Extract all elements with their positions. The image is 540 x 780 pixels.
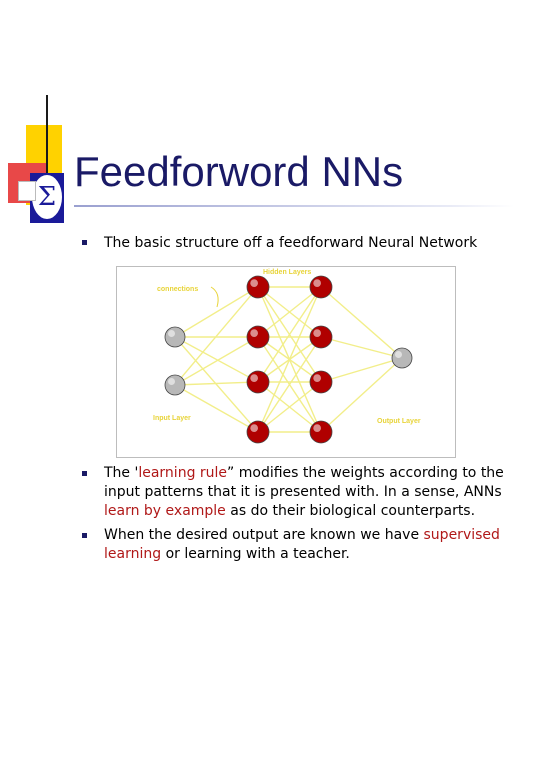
- hidden1-node-3: [246, 370, 270, 394]
- hidden2-node-highlight: [313, 424, 321, 432]
- label-hidden-layers: Hidden Layers: [263, 269, 311, 276]
- hidden1-node-1: [246, 275, 270, 299]
- logo-vertical-line: [46, 95, 48, 223]
- bullet-text-2: The 'learning rule” modifies the weights…: [104, 464, 524, 521]
- bullet-text-run: When the desired output are known we hav…: [104, 527, 424, 543]
- bullet-marker-1: [82, 240, 87, 245]
- network-svg: Hidden Layers connections Input Layer Ou…: [153, 269, 421, 444]
- connection-line: [174, 336, 259, 386]
- label-connections: connections: [157, 286, 198, 293]
- connection-lines: [174, 286, 403, 433]
- connection-line: [257, 286, 322, 383]
- hidden2-node-2: [309, 325, 333, 349]
- input-node-1: [164, 326, 186, 348]
- logo-white-square: [18, 181, 36, 201]
- connection-line: [174, 286, 259, 338]
- bullet-marker-3: [82, 533, 87, 538]
- bullet-text-1: The basic structure off a feedforward Ne…: [104, 234, 524, 253]
- hidden2-node-1: [309, 275, 333, 299]
- bullet-text-run: ” modifies the weights according to the …: [104, 465, 504, 500]
- connection-line: [174, 381, 259, 386]
- hidden1-node-4: [246, 420, 270, 444]
- connections-pointer: [210, 286, 219, 308]
- connection-line: [174, 336, 259, 383]
- hidden1-node-highlight: [250, 374, 258, 382]
- highlighted-term: learning rule: [138, 465, 228, 481]
- connection-line: [320, 357, 403, 433]
- network-diagram: Hidden Layers connections Input Layer Ou…: [116, 266, 456, 458]
- hidden2-node-highlight: [313, 329, 321, 337]
- bullet-text-run: or learning with a teacher.: [161, 546, 350, 562]
- bullet-text-3: When the desired output are known we hav…: [104, 526, 524, 564]
- input-node-2: [164, 374, 186, 396]
- bullet-text-run: The basic structure off a feedforward Ne…: [104, 235, 478, 251]
- label-output-layer: Output Layer: [377, 418, 421, 425]
- connection-line: [257, 381, 322, 433]
- connection-line: [174, 384, 259, 433]
- highlighted-term: learn by example: [104, 503, 226, 519]
- bullet-marker-2: [82, 471, 87, 476]
- input-node-highlight: [168, 330, 175, 337]
- output-node-highlight: [395, 351, 402, 358]
- slide-title: Feedforword NNs: [74, 148, 404, 195]
- connection-line: [320, 286, 403, 359]
- connection-line: [257, 286, 322, 338]
- connection-line: [320, 336, 403, 359]
- connection-line: [174, 286, 259, 386]
- bullet-text-run: as do their biological counterparts.: [225, 503, 476, 519]
- hidden1-node-highlight: [250, 279, 258, 287]
- logo-sigma-icon: Σ: [32, 175, 62, 219]
- hidden1-node-highlight: [250, 329, 258, 337]
- slide-logo: Σ: [0, 95, 80, 235]
- connection-line: [257, 336, 322, 433]
- label-input-layer: Input Layer: [153, 415, 191, 422]
- connection-line: [257, 286, 322, 433]
- hidden2-node-highlight: [313, 279, 321, 287]
- network-nodes: [164, 275, 413, 444]
- connection-line: [174, 336, 259, 433]
- hidden2-node-4: [309, 420, 333, 444]
- hidden2-node-highlight: [313, 374, 321, 382]
- input-node-highlight: [168, 378, 175, 385]
- highlighted-term: supervised learning: [104, 527, 500, 562]
- connection-line: [320, 357, 403, 383]
- hidden1-node-highlight: [250, 424, 258, 432]
- hidden1-node-2: [246, 325, 270, 349]
- bullet-text-run: The ': [104, 465, 139, 481]
- title-underline: [74, 205, 514, 207]
- hidden2-node-3: [309, 370, 333, 394]
- output-node-1: [391, 347, 413, 369]
